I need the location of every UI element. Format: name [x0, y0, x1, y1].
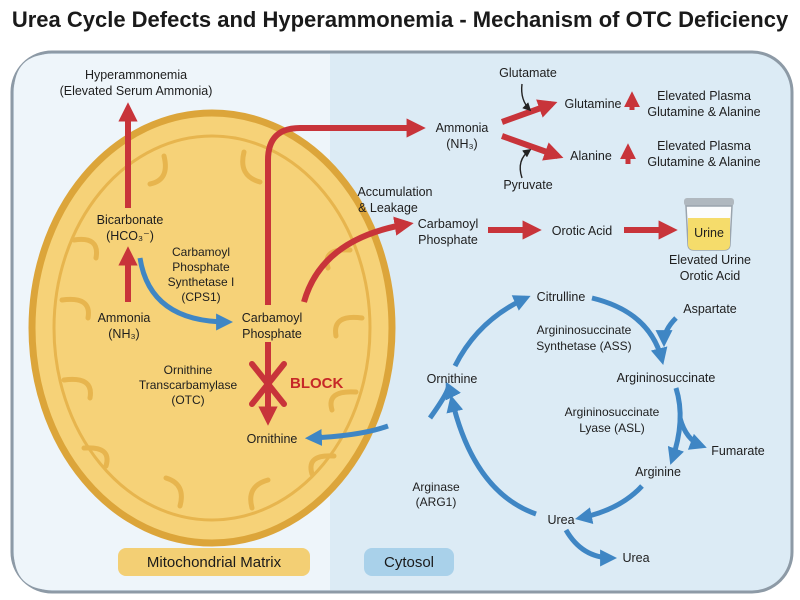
citrulline-label: Citrulline: [537, 290, 586, 304]
mito-region-label: Mitochondrial Matrix: [147, 554, 282, 571]
arginase-label-line2: (ARG1): [416, 495, 457, 509]
arrow-cps1-reaction: [137, 257, 234, 331]
arrow-carbamoyl-to-ammonia: [265, 118, 426, 305]
elevated-urine-line1: Elevated Urine: [669, 253, 751, 267]
asl-label-line2: Lyase (ASL): [579, 421, 645, 435]
bicarbonate-formula: (HCO₃⁻): [106, 229, 154, 243]
excreted-urea-label: Urea: [622, 551, 649, 565]
cyto-region-pill: [364, 548, 454, 576]
cps1-label-line1: Carbamoyl: [172, 245, 230, 259]
cps1-label-line3: Synthetase I: [168, 275, 235, 289]
block-label: BLOCK: [290, 375, 343, 392]
arrow-urea-to-ornithine: [446, 395, 537, 517]
pyruvate-label: Pyruvate: [503, 178, 552, 192]
carbamoyl-phosphate-label: Carbamoyl: [242, 311, 302, 325]
asl-label-line1: Argininosuccinate: [565, 405, 660, 419]
cyto-ammonia-label: Ammonia: [436, 121, 489, 135]
hyperammonemia-label: Hyperammonemia: [85, 68, 187, 82]
aspartate-label: Aspartate: [683, 302, 737, 316]
ass-label-line2: Synthetase (ASS): [536, 339, 631, 353]
ammonia-formula: (NH₃): [108, 327, 139, 341]
arrow-ornithine-transport-back: [427, 381, 461, 420]
arginase-label-line1: Arginase: [412, 480, 460, 494]
mito-region-pill: [118, 548, 310, 576]
elevated-glutamine-line2: Glutamine & Alanine: [647, 105, 760, 119]
alanine-label: Alanine: [570, 149, 612, 163]
urine-label: Urine: [694, 226, 724, 240]
bicarbonate-label: Bicarbonate: [97, 213, 164, 227]
cps1-label-line2: Phosphate: [172, 260, 230, 274]
hyperammonemia-sub-label: (Elevated Serum Ammonia): [60, 84, 213, 98]
arrow-ammonia-to-glutamine: [500, 99, 558, 125]
elevated-urine-line2: Orotic Acid: [680, 269, 740, 283]
ass-label-line1: Argininosuccinate: [537, 323, 632, 337]
mitochondrion-outer: [28, 109, 396, 547]
orotic-acid-label: Orotic Acid: [552, 224, 612, 238]
cyto-phosphate-label: Phosphate: [418, 233, 478, 247]
arginine-label: Arginine: [635, 465, 681, 479]
arrow-ornithine-to-citrulline: [452, 295, 531, 368]
cps1-label-line4: (CPS1): [181, 290, 220, 304]
red-arrows: [118, 91, 678, 426]
cyto-labels: Glutamate Ammonia (NH₃) Glutamine Alanin…: [357, 66, 760, 283]
mito-ornithine-label: Ornithine: [247, 432, 298, 446]
ammonia-label: Ammonia: [98, 311, 151, 325]
arrow-ornithine-transport: [304, 423, 389, 447]
glutamine-label: Glutamine: [565, 97, 622, 111]
urine-beaker-icon: [684, 198, 734, 251]
cyto-region-label: Cytosol: [384, 554, 434, 571]
arrow-citrulline-to-argsucc: [591, 295, 668, 365]
glutamate-label: Glutamate: [499, 66, 557, 80]
mito-labels: Hyperammonemia (Elevated Serum Ammonia) …: [60, 68, 344, 446]
otc-label-line3: (OTC): [171, 393, 204, 407]
cyto-ammonia-formula: (NH₃): [446, 137, 477, 151]
arrow-carbamoyl-leakage: [301, 216, 414, 303]
otc-label-line1: Ornithine: [164, 363, 213, 377]
argininosuccinate-label: Argininosuccinate: [617, 371, 716, 385]
accumulation-label: Accumulation: [357, 185, 432, 199]
elevated-alanine-line1: Elevated Plasma: [657, 139, 751, 153]
arrow-arginine-to-urea: [574, 484, 644, 524]
urea-cycle-labels: Citrulline Aspartate Argininosuccinate S…: [412, 290, 764, 565]
arrow-ammonia-to-alanine: [500, 133, 564, 161]
fumarate-label: Fumarate: [711, 444, 765, 458]
arrow-fumarate-out: [677, 417, 707, 450]
urea-label: Urea: [547, 513, 574, 527]
carbamoyl-phosphate-label-line2: Phosphate: [242, 327, 302, 341]
cofactor-arrows: [519, 83, 532, 179]
leakage-label: & Leakage: [358, 201, 418, 215]
cyto-carbamoyl-label: Carbamoyl: [418, 217, 478, 231]
arrow-aspartate-in: [655, 316, 678, 348]
blue-arrows: [137, 257, 707, 567]
cytosol-ornithine-label: Ornithine: [427, 372, 478, 386]
mitochondrion-inner-membrane: [52, 134, 372, 522]
block-x-icon: [249, 361, 287, 407]
otc-label-line2: Transcarbamylase: [139, 378, 238, 392]
elevated-glutamine-line1: Elevated Plasma: [657, 89, 751, 103]
arrow-urea-excreted: [563, 528, 618, 567]
elevated-alanine-line2: Glutamine & Alanine: [647, 155, 760, 169]
diagram-title: Urea Cycle Defects and Hyperammonemia - …: [12, 7, 789, 32]
